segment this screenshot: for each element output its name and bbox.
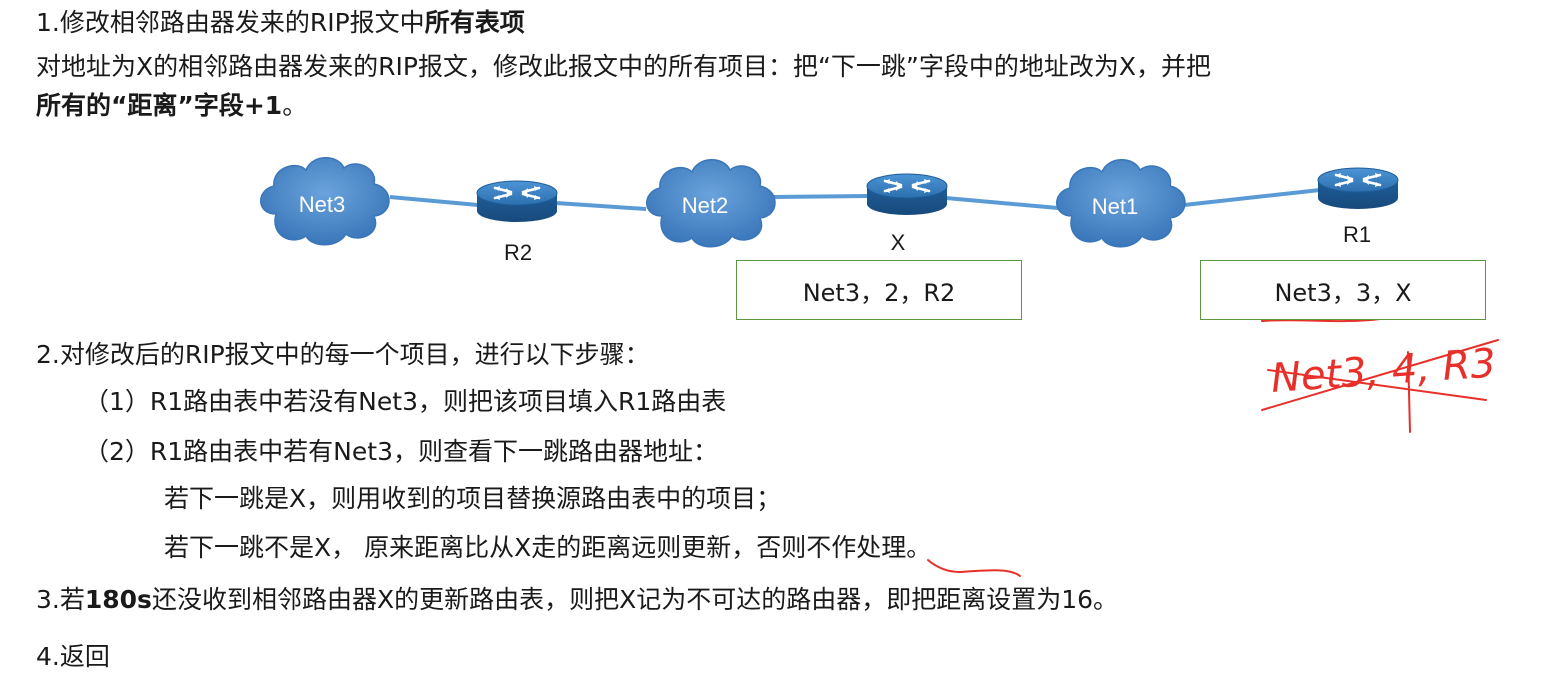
link-net3-r2 [389,195,479,207]
handwritten-crossed-entry: Net3, 4, R3 [1269,340,1497,402]
router-r1-label: R1 [1343,222,1371,247]
link-r2-net2 [555,201,647,211]
router-r2-label: R2 [504,240,532,265]
net2-label: Net2 [682,193,728,218]
step1-desc-line2: 所有的“距离”字段+1。 [36,91,307,121]
router-x-icon [865,172,949,217]
step3-text: 3.若180s还没收到相邻路由器X的更新路由表，则把X记为不可达的路由器，即把距… [36,585,1118,615]
step2-item1: （1）R1路由表中若没有Net3，则把该项目填入R1路由表 [84,387,727,416]
step1-desc-bold: 所有的“距离”字段+1 [36,91,283,120]
router-r2-icon [475,179,559,224]
step3-bold: 180s [84,585,152,614]
router-x-label: X [891,230,906,255]
step1-title-bold: 所有表项 [424,8,525,37]
link-net1-r1 [1183,188,1321,207]
step2-sub1: 若下一跳是X，则用收到的项目替换源路由表中的项目； [164,484,782,513]
step3-prefix: 3.若 [36,585,85,614]
route-entry-box-r1: Net3，3，X [1200,260,1486,320]
underline-processing [927,559,1021,577]
step4-text: 4.返回 [36,642,110,671]
step2-sub2: 若下一跳不是X， 原来距离比从X走的距离远则更新，否则不作处理。 [164,533,932,562]
step1-title: 1.修改相邻路由器发来的RIP报文中所有表项 [36,8,525,38]
link-net2-x [772,194,869,199]
step1-desc-end: 。 [282,91,308,120]
network-links [389,188,1321,211]
net1-label: Net1 [1092,194,1138,219]
strike-line-3 [1407,351,1411,433]
underline-stroke [1261,318,1381,323]
step3-rest: 还没收到相邻路由器X的更新路由表，则把X记为不可达的路由器，即把距离设置为16。 [151,585,1119,614]
step2-item2: （2）R1路由表中若有Net3，则查看下一跳路由器地址： [84,437,718,466]
step2-title: 2.对修改后的RIP报文中的每一个项目，进行以下步骤： [36,340,650,369]
step1-title-prefix: 1.修改相邻路由器发来的RIP报文中 [36,8,425,37]
net3-label: Net3 [299,192,345,217]
step1-desc-line1: 对地址为X的相邻路由器发来的RIP报文，修改此报文中的所有项目：把“下一跳”字段… [36,52,1211,81]
link-x-net1 [945,196,1059,210]
router-r1-icon [1316,166,1400,211]
route-entry-box-x: Net3，2，R2 [736,260,1022,320]
strike-line-1 [1261,339,1499,411]
strike-line-2 [1267,369,1487,401]
